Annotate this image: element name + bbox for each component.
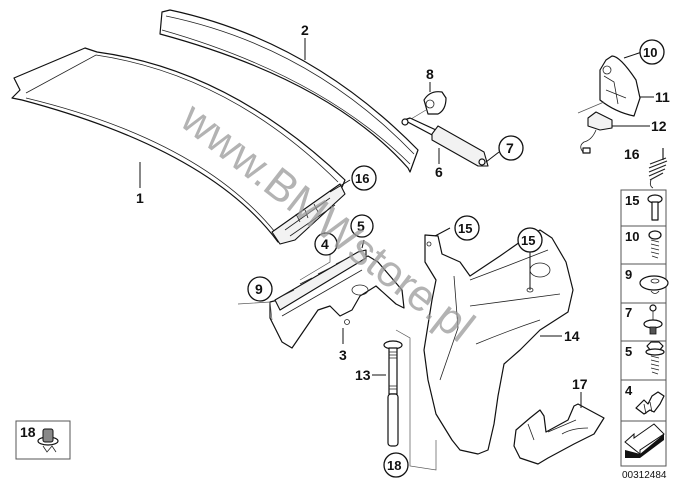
callout-6[interactable]: 6 bbox=[435, 164, 443, 180]
callout-1[interactable]: 1 bbox=[136, 190, 144, 206]
svg-text:2: 2 bbox=[301, 22, 309, 38]
legend-item-15[interactable]: 15 bbox=[625, 193, 663, 221]
legend-item-9[interactable]: 9 bbox=[625, 267, 669, 294]
callout-9[interactable]: 9 bbox=[247, 276, 273, 302]
part-1-panel[interactable] bbox=[11, 47, 346, 245]
svg-text:6: 6 bbox=[435, 164, 443, 180]
callout-11[interactable]: 11 bbox=[655, 89, 670, 105]
svg-text:1: 1 bbox=[136, 190, 144, 206]
svg-text:15: 15 bbox=[521, 233, 535, 248]
svg-text:16: 16 bbox=[355, 171, 369, 186]
part-11-bracket[interactable] bbox=[599, 55, 641, 117]
svg-text:5: 5 bbox=[625, 344, 632, 359]
svg-text:9: 9 bbox=[625, 267, 632, 282]
part-2-strip[interactable] bbox=[159, 9, 419, 173]
callout-12[interactable]: 12 bbox=[651, 118, 667, 134]
legend-item-5[interactable]: 5 bbox=[625, 341, 665, 375]
part-6-gas-strut[interactable] bbox=[401, 117, 489, 167]
callout-16b[interactable]: 16 bbox=[624, 146, 640, 162]
callout-3[interactable]: 3 bbox=[339, 347, 347, 363]
svg-text:14: 14 bbox=[564, 328, 580, 344]
catalog-number: 00312484 bbox=[622, 470, 667, 481]
callout-7[interactable]: 7 bbox=[498, 135, 524, 161]
part-16-spring[interactable] bbox=[648, 148, 668, 189]
callout-18[interactable]: 18 bbox=[383, 452, 409, 478]
callout-13[interactable]: 13 bbox=[355, 367, 371, 383]
part-8-cap[interactable] bbox=[423, 91, 447, 115]
callout-16a[interactable]: 16 bbox=[351, 165, 377, 191]
inset-part-18[interactable]: 18 bbox=[15, 420, 71, 460]
callout-17[interactable]: 17 bbox=[572, 376, 588, 392]
svg-text:13: 13 bbox=[355, 367, 371, 383]
svg-text:18: 18 bbox=[20, 424, 36, 440]
svg-text:7: 7 bbox=[506, 140, 514, 156]
svg-text:18: 18 bbox=[387, 458, 401, 473]
svg-text:5: 5 bbox=[357, 218, 365, 234]
svg-text:17: 17 bbox=[572, 376, 588, 392]
hardware-legend: 15 10 9 7 5 4 bbox=[620, 189, 669, 467]
svg-text:16: 16 bbox=[624, 146, 640, 162]
legend-item-4[interactable]: 4 bbox=[625, 383, 665, 415]
leader-7 bbox=[485, 151, 500, 163]
svg-text:3: 3 bbox=[339, 347, 347, 363]
leader-16a bbox=[329, 179, 351, 193]
callout-8[interactable]: 8 bbox=[426, 66, 434, 82]
legend-direction-arrow-icon bbox=[624, 423, 665, 458]
legend-item-10[interactable]: 10 bbox=[625, 229, 662, 259]
callout-5[interactable]: 5 bbox=[350, 214, 374, 238]
svg-text:12: 12 bbox=[651, 118, 667, 134]
part-17-bracket[interactable] bbox=[513, 403, 605, 465]
callout-15a[interactable]: 15 bbox=[454, 215, 480, 241]
callout-15b[interactable]: 15 bbox=[517, 227, 543, 253]
part-13-pin[interactable] bbox=[383, 340, 403, 447]
svg-text:9: 9 bbox=[255, 281, 263, 297]
callout-2[interactable]: 2 bbox=[301, 22, 309, 38]
legend-item-7[interactable]: 7 bbox=[625, 304, 663, 335]
leader-15a bbox=[434, 227, 451, 237]
svg-text:10: 10 bbox=[625, 229, 639, 244]
svg-text:4: 4 bbox=[321, 236, 329, 252]
callout-14[interactable]: 14 bbox=[564, 328, 580, 344]
leader-5 bbox=[361, 239, 365, 249]
svg-text:15: 15 bbox=[458, 221, 472, 236]
callout-4[interactable]: 4 bbox=[314, 232, 338, 256]
svg-text:10: 10 bbox=[643, 45, 657, 60]
svg-text:15: 15 bbox=[625, 193, 639, 208]
leader-9 bbox=[237, 301, 273, 321]
svg-text:4: 4 bbox=[625, 383, 633, 398]
part-3-bracket[interactable] bbox=[269, 249, 405, 349]
svg-text:7: 7 bbox=[625, 305, 632, 320]
svg-text:8: 8 bbox=[426, 66, 434, 82]
callout-10[interactable]: 10 bbox=[639, 39, 665, 65]
leader-10 bbox=[623, 51, 643, 59]
part-12-sensor[interactable] bbox=[580, 111, 613, 154]
part-14-trim[interactable] bbox=[423, 229, 574, 455]
svg-text:11: 11 bbox=[655, 89, 670, 105]
